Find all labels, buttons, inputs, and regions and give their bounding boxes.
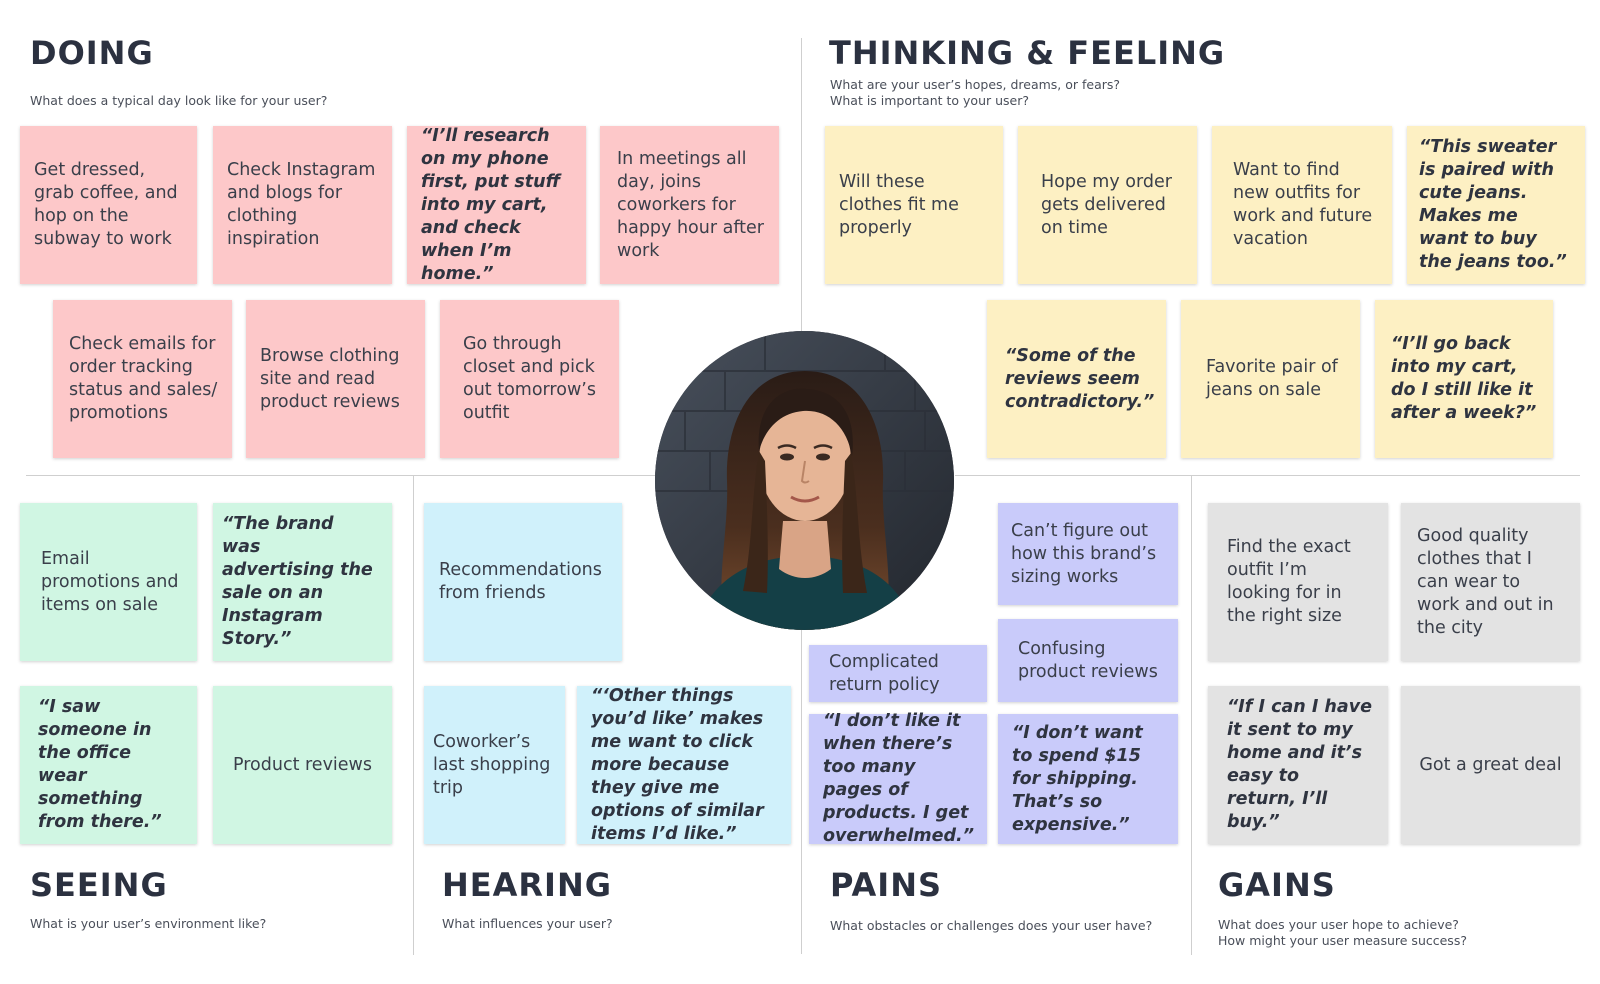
thinking-note: Hope my order gets delivered on time (1018, 126, 1197, 284)
pains-note: Confusing product reviews (998, 619, 1178, 702)
seeing-note: Email promotions and items on sale (20, 503, 197, 661)
thinking-note: Want to find new outfits for work and fu… (1212, 126, 1392, 284)
divider-pains-gains (1191, 475, 1192, 955)
doing-title: DOING (30, 34, 154, 72)
hearing-note-quote: “‘Other things you’d like’ makes me want… (577, 686, 791, 844)
doing-note: Browse clothing site and read product re… (246, 300, 425, 458)
thinking-title: THINKING & FEELING (829, 34, 1226, 72)
gains-note: Find the exact outfit I’m looking for in… (1208, 503, 1388, 661)
thinking-subtitle: What is important to your user? (830, 93, 1030, 108)
thinking-note: Will these clothes fit me properly (825, 126, 1003, 284)
thinking-note-quote: “I’ll go back into my cart, do I still l… (1375, 300, 1553, 458)
pains-title: PAINS (830, 866, 943, 904)
divider-horizontal-right (955, 475, 1580, 476)
seeing-title: SEEING (30, 866, 168, 904)
gains-note: Good quality clothes that I can wear to … (1401, 503, 1580, 661)
thinking-subtitle: What are your user’s hopes, dreams, or f… (830, 77, 1121, 92)
hearing-subtitle: What influences your user? (442, 916, 613, 931)
thinking-note: Favorite pair of jeans on sale (1181, 300, 1360, 458)
user-portrait-image (655, 331, 954, 630)
gains-subtitle: What does your user hope to achieve? (1218, 917, 1459, 932)
doing-note: Get dressed, grab coffee, and hop on the… (20, 126, 197, 284)
pains-note: Complicated return policy (809, 645, 987, 702)
pains-note: Can’t figure out how this brand’s sizing… (998, 503, 1178, 605)
doing-note: Go through closet and pick out tomorrow’… (440, 300, 619, 458)
seeing-subtitle: What is your user’s environment like? (30, 916, 267, 931)
doing-note-quote: “I’ll research on my phone first, put st… (407, 126, 586, 284)
hearing-note: Coworker’s last shopping trip (424, 686, 565, 844)
user-avatar (655, 331, 954, 630)
gains-note: Got a great deal (1401, 686, 1580, 844)
gains-title: GAINS (1218, 866, 1336, 904)
divider-horizontal-left (26, 475, 656, 476)
doing-subtitle: What does a typical day look like for yo… (30, 93, 328, 108)
doing-note: In meetings all day, joins coworkers for… (600, 126, 779, 284)
seeing-note: Product reviews (213, 686, 392, 844)
gains-note-quote: “If I can I have it sent to my home and … (1208, 686, 1388, 844)
thinking-note-quote: “Some of the reviews seem contradictory.… (987, 300, 1166, 458)
pains-note-quote: “I don’t want to spend $15 for shipping.… (998, 714, 1178, 844)
pains-subtitle: What obstacles or challenges does your u… (830, 918, 1153, 933)
gains-subtitle: How might your user measure success? (1218, 933, 1467, 948)
doing-note: Check emails for order tracking status a… (53, 300, 232, 458)
doing-note: Check Instagram and blogs for clothing i… (213, 126, 392, 284)
hearing-title: HEARING (442, 866, 612, 904)
pains-note-quote: “I don’t like it when there’s too many p… (809, 711, 987, 846)
divider-seeing-hearing (413, 475, 414, 955)
thinking-note-quote: “This sweater is paired with cute jeans.… (1407, 126, 1585, 284)
seeing-note-quote: “The brand was advertising the sale on a… (213, 503, 392, 661)
seeing-note-quote: “I saw someone in the office wear someth… (20, 686, 197, 844)
hearing-note: Recommendations from friends (424, 503, 622, 661)
